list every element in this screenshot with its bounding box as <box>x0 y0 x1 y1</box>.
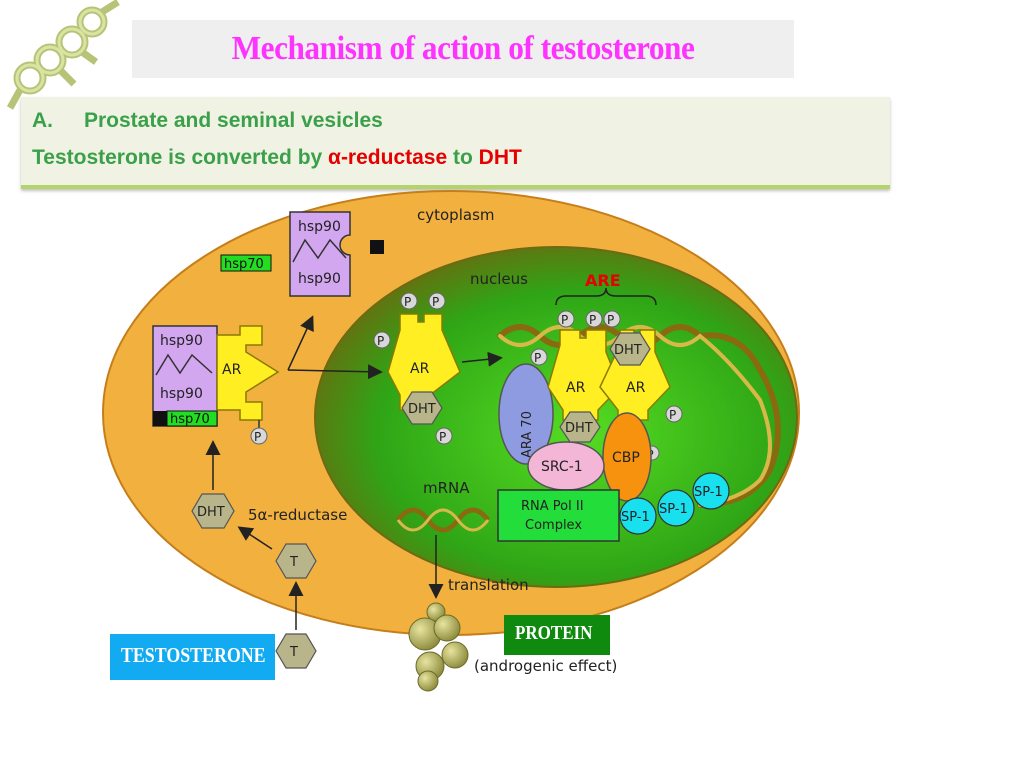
t-label: T <box>289 555 298 570</box>
phosphate <box>557 310 575 328</box>
black-marker <box>370 240 384 254</box>
conversion-arrow <box>237 526 273 550</box>
phosphate <box>665 405 683 423</box>
phosphate <box>530 348 548 366</box>
cbp-coactivator <box>602 412 652 502</box>
rna-pol-ii-complex <box>497 489 620 542</box>
hsp90-label: hsp90 <box>160 386 203 402</box>
cytoplasm-label: cytoplasm <box>417 206 495 224</box>
ar-label: AR <box>626 380 646 396</box>
enzyme-name: α-reductase <box>328 146 448 169</box>
phosphate-label: P <box>404 295 411 309</box>
hsp70-label: hsp70 <box>224 257 264 272</box>
phosphate-label: P <box>254 430 261 444</box>
phosphate <box>400 292 418 310</box>
mrna-strand <box>396 507 490 533</box>
testosterone-tag: TESTOSTERONE <box>110 634 275 680</box>
nuclear-entry-arrow <box>461 351 503 367</box>
protein-tag-label: PROTEIN <box>515 622 593 644</box>
phosphate-label: P <box>669 408 676 422</box>
subtitle-panel: A. Prostate and seminal vesicles Testoste… <box>21 97 890 189</box>
phosphate <box>373 331 391 349</box>
phosphate-label: P <box>439 430 446 444</box>
ara70-label: ARA 70 <box>520 411 535 458</box>
src1-label: SRC-1 <box>541 459 583 475</box>
phosphate <box>250 427 268 445</box>
hsp90-label: hsp90 <box>298 271 341 287</box>
dht-molecule <box>191 493 235 529</box>
hsp90-label: hsp90 <box>160 333 203 349</box>
phosphate <box>435 427 453 445</box>
sp1-label: SP-1 <box>694 485 723 500</box>
ar-label: AR <box>222 362 242 378</box>
t-label: T <box>289 645 298 660</box>
testosterone-molecule <box>275 543 317 579</box>
translation-label: translation <box>448 576 529 594</box>
hsp90-complex-free: hsp90 hsp90 <box>289 211 351 297</box>
sp1-factor <box>619 497 657 535</box>
section-heading: Prostate and seminal vesicles <box>84 109 383 132</box>
protein-tag: PROTEIN <box>504 615 610 655</box>
phosphate <box>585 310 603 328</box>
ar-dimer: AR AR DHT DHT <box>547 329 671 443</box>
are-bracket <box>555 287 657 306</box>
protein-product <box>408 602 469 692</box>
ar-label: AR <box>410 361 430 377</box>
ara70-coactivator <box>498 363 554 465</box>
description-part1: Testosterone is converted by <box>32 146 329 169</box>
are-label: ARE <box>585 271 621 290</box>
sp1-label: SP-1 <box>659 502 688 517</box>
ar-label: AR <box>566 380 586 396</box>
section-letter: A. <box>32 109 53 132</box>
title-bar: Mechanism of action of testosterone <box>132 20 794 78</box>
phosphate <box>428 292 446 310</box>
product-name: DHT <box>478 146 522 169</box>
phosphate-label: P <box>607 313 614 327</box>
phosphate-label: P <box>534 351 541 365</box>
dht-label: DHT <box>408 402 436 417</box>
phosphate <box>603 310 621 328</box>
hsp70-free <box>220 254 272 272</box>
hsp70-label: hsp70 <box>170 412 210 427</box>
translocation-arrow <box>287 364 383 380</box>
testosterone-molecule <box>275 633 317 669</box>
testosterone-tag-label: TESTOSTERONE <box>121 643 266 667</box>
sp1-factor <box>692 472 730 510</box>
hsp90-label: hsp90 <box>298 219 341 235</box>
dht-label: DHT <box>565 421 593 436</box>
rnapol-label-line1: RNA Pol II <box>521 499 584 514</box>
phosphate-label: P <box>589 313 596 327</box>
page-title: Mechanism of action of testosterone <box>231 30 695 67</box>
androgenic-effect-label: (androgenic effect) <box>474 657 617 675</box>
phosphate-label: P <box>377 334 384 348</box>
phosphate-label: P <box>561 313 568 327</box>
rnapol-label-line2: Complex <box>525 518 582 533</box>
subtitle-heading-line: A. Prostate and seminal vesicles <box>32 109 383 133</box>
phosphate-label: P <box>432 295 439 309</box>
reductase-label: 5α-reductase <box>248 506 347 524</box>
sp1-factor <box>657 489 695 527</box>
dna-helix <box>497 324 781 508</box>
subtitle-description-line: Testosterone is converted by α-reductase… <box>32 146 522 170</box>
ar-dht-nuclear: AR DHT <box>387 313 461 425</box>
hsp-ar-complex: hsp90 hsp90 hsp70 AR <box>152 325 280 428</box>
gender-symbols-logo <box>6 0 120 110</box>
description-part2: to <box>447 146 479 169</box>
cbp-label: CBP <box>612 450 640 466</box>
dht-label: DHT <box>197 505 225 520</box>
sp1-label: SP-1 <box>621 510 650 525</box>
dht-label: DHT <box>614 343 642 358</box>
mrna-label: mRNA <box>423 479 470 497</box>
dissociation-arrow <box>287 315 314 371</box>
nucleus-label: nucleus <box>470 270 528 288</box>
